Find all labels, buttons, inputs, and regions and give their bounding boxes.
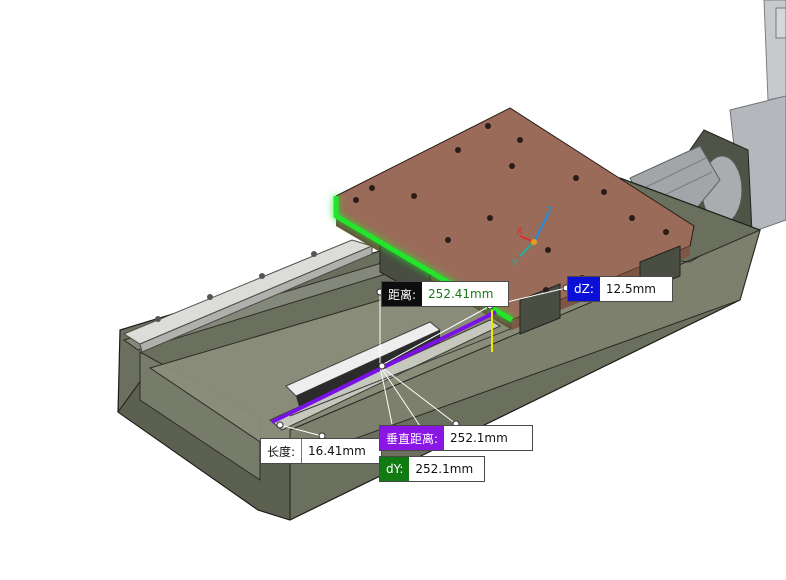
- rack-gear: [285, 321, 441, 410]
- distance-label: 距离:: [382, 282, 423, 306]
- triad-y-label: Y: [511, 258, 519, 269]
- length-value: 16.41mm: [308, 444, 366, 458]
- length-callout[interactable]: 长度: 16.41mm: [260, 438, 382, 464]
- dz-callout[interactable]: dZ: 12.5mm: [567, 276, 673, 302]
- reference-triad: Z X Y: [511, 206, 553, 269]
- dy-value: 252.1mm: [415, 462, 474, 476]
- dy-label: dY:: [380, 457, 410, 481]
- dz-value: 12.5mm: [605, 282, 656, 296]
- dz-label: dZ:: [568, 277, 600, 301]
- perpendicular-distance-label: 垂直距离:: [380, 426, 445, 450]
- perpendicular-distance-value: 252.1mm: [450, 431, 508, 445]
- distance-callout[interactable]: 距离: 252.41mm: [381, 281, 509, 307]
- length-label: 长度:: [261, 439, 303, 463]
- triad-z-label: Z: [546, 206, 553, 217]
- triad-x-label: X: [516, 226, 523, 237]
- distance-value: 252.41mm: [428, 287, 494, 301]
- perpendicular-distance-callout[interactable]: 垂直距离: 252.1mm: [379, 425, 533, 451]
- dy-callout[interactable]: dY: 252.1mm: [379, 456, 485, 482]
